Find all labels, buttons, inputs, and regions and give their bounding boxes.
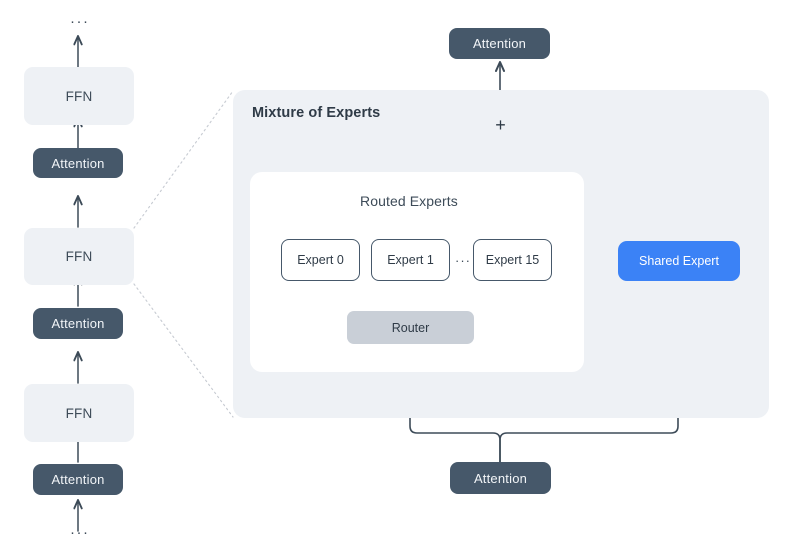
stack-top-ellipsis: ··· [70, 13, 90, 30]
experts-ellipsis: ··· [455, 253, 471, 268]
attention-block-middle: Attention [33, 308, 123, 339]
expert-box-1[interactable]: Expert 1 [371, 239, 450, 281]
stack-bottom-ellipsis: ··· [70, 524, 90, 541]
expert-box-15[interactable]: Expert 15 [473, 239, 552, 281]
shared-expert-box[interactable]: Shared Expert [618, 241, 740, 281]
ffn-block-top: FFN [24, 67, 134, 125]
attention-output-block: Attention [449, 28, 550, 59]
ffn-block-bottom: FFN [24, 384, 134, 442]
combine-plus-node: + [495, 115, 506, 135]
attention-input-block: Attention [450, 462, 551, 494]
router-box[interactable]: Router [347, 311, 474, 344]
attention-block-upper: Attention [33, 148, 123, 178]
routed-experts-title: Routed Experts [360, 193, 458, 209]
attention-block-lower: Attention [33, 464, 123, 495]
expert-box-0[interactable]: Expert 0 [281, 239, 360, 281]
ffn-block-middle: FFN [24, 228, 134, 285]
mixture-of-experts-title: Mixture of Experts [252, 105, 381, 121]
